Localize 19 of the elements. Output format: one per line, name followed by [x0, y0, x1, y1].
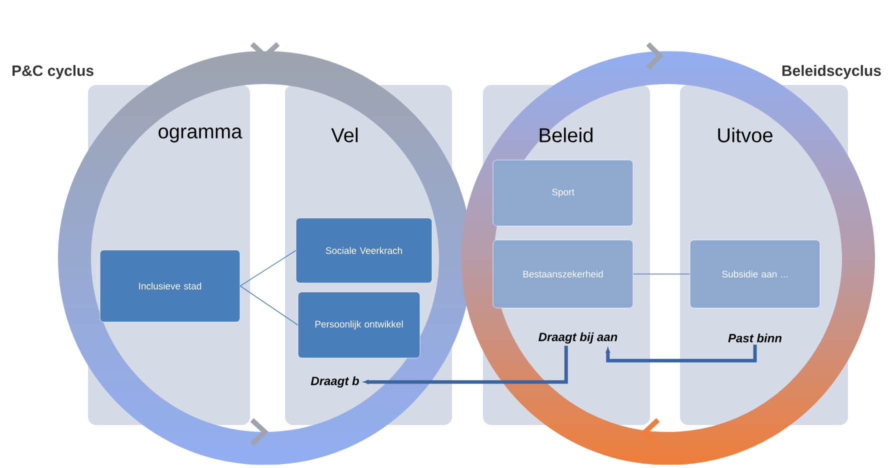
connector-line: [240, 286, 298, 326]
cycle-label: P&C cyclus: [12, 65, 94, 79]
column-heading: Beleid: [540, 128, 592, 142]
process-box: Subsidie aan ...: [690, 240, 820, 308]
arrow: [606, 344, 757, 362]
arrow: [364, 346, 568, 384]
connector-line: [240, 250, 296, 286]
process-box: Persoonlijk ontwikkel: [298, 292, 420, 358]
cycle-label: Beleidscyclus: [782, 65, 881, 79]
relation-text: Past binn: [728, 334, 782, 342]
process-box: Bestaanszekerheid: [492, 240, 634, 308]
process-box: Sport: [492, 160, 634, 226]
column-heading: Vel: [331, 128, 358, 142]
relation-text: Draagt bij aan: [538, 332, 618, 344]
column-heading: ogramma: [158, 128, 242, 142]
column-heading: Uitvoe: [718, 128, 772, 142]
process-box: Inclusieve stad: [100, 250, 240, 322]
process-box: Sociale Veerkrach: [296, 218, 432, 284]
relation-text: Draagt b: [310, 376, 359, 388]
